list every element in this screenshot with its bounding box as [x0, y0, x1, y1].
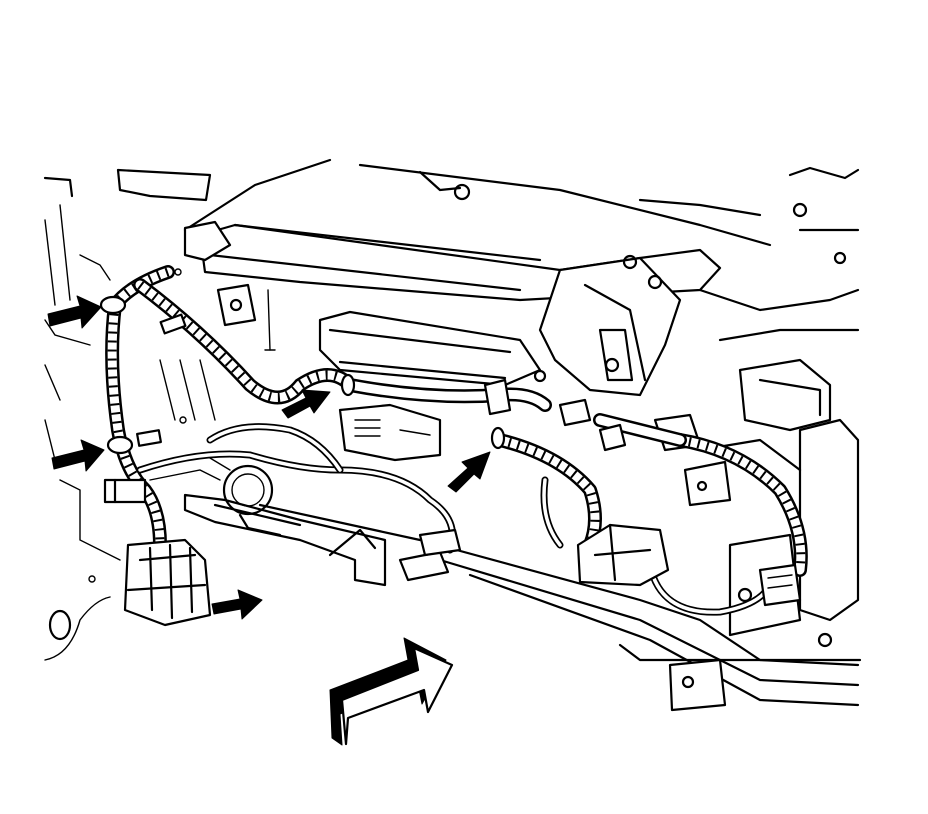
panel-carrier — [43, 158, 862, 712]
callout-arrow-center — [281, 389, 331, 419]
view-direction-arrow — [329, 637, 454, 746]
callout-arrow-center-right — [447, 451, 491, 493]
callout-arrow-connector — [211, 589, 263, 620]
wiring-harness — [88, 265, 808, 627]
callout-arrows — [47, 295, 491, 620]
callout-arrow-mid-left — [51, 439, 105, 472]
callout-arrow-upper-left — [47, 295, 102, 329]
